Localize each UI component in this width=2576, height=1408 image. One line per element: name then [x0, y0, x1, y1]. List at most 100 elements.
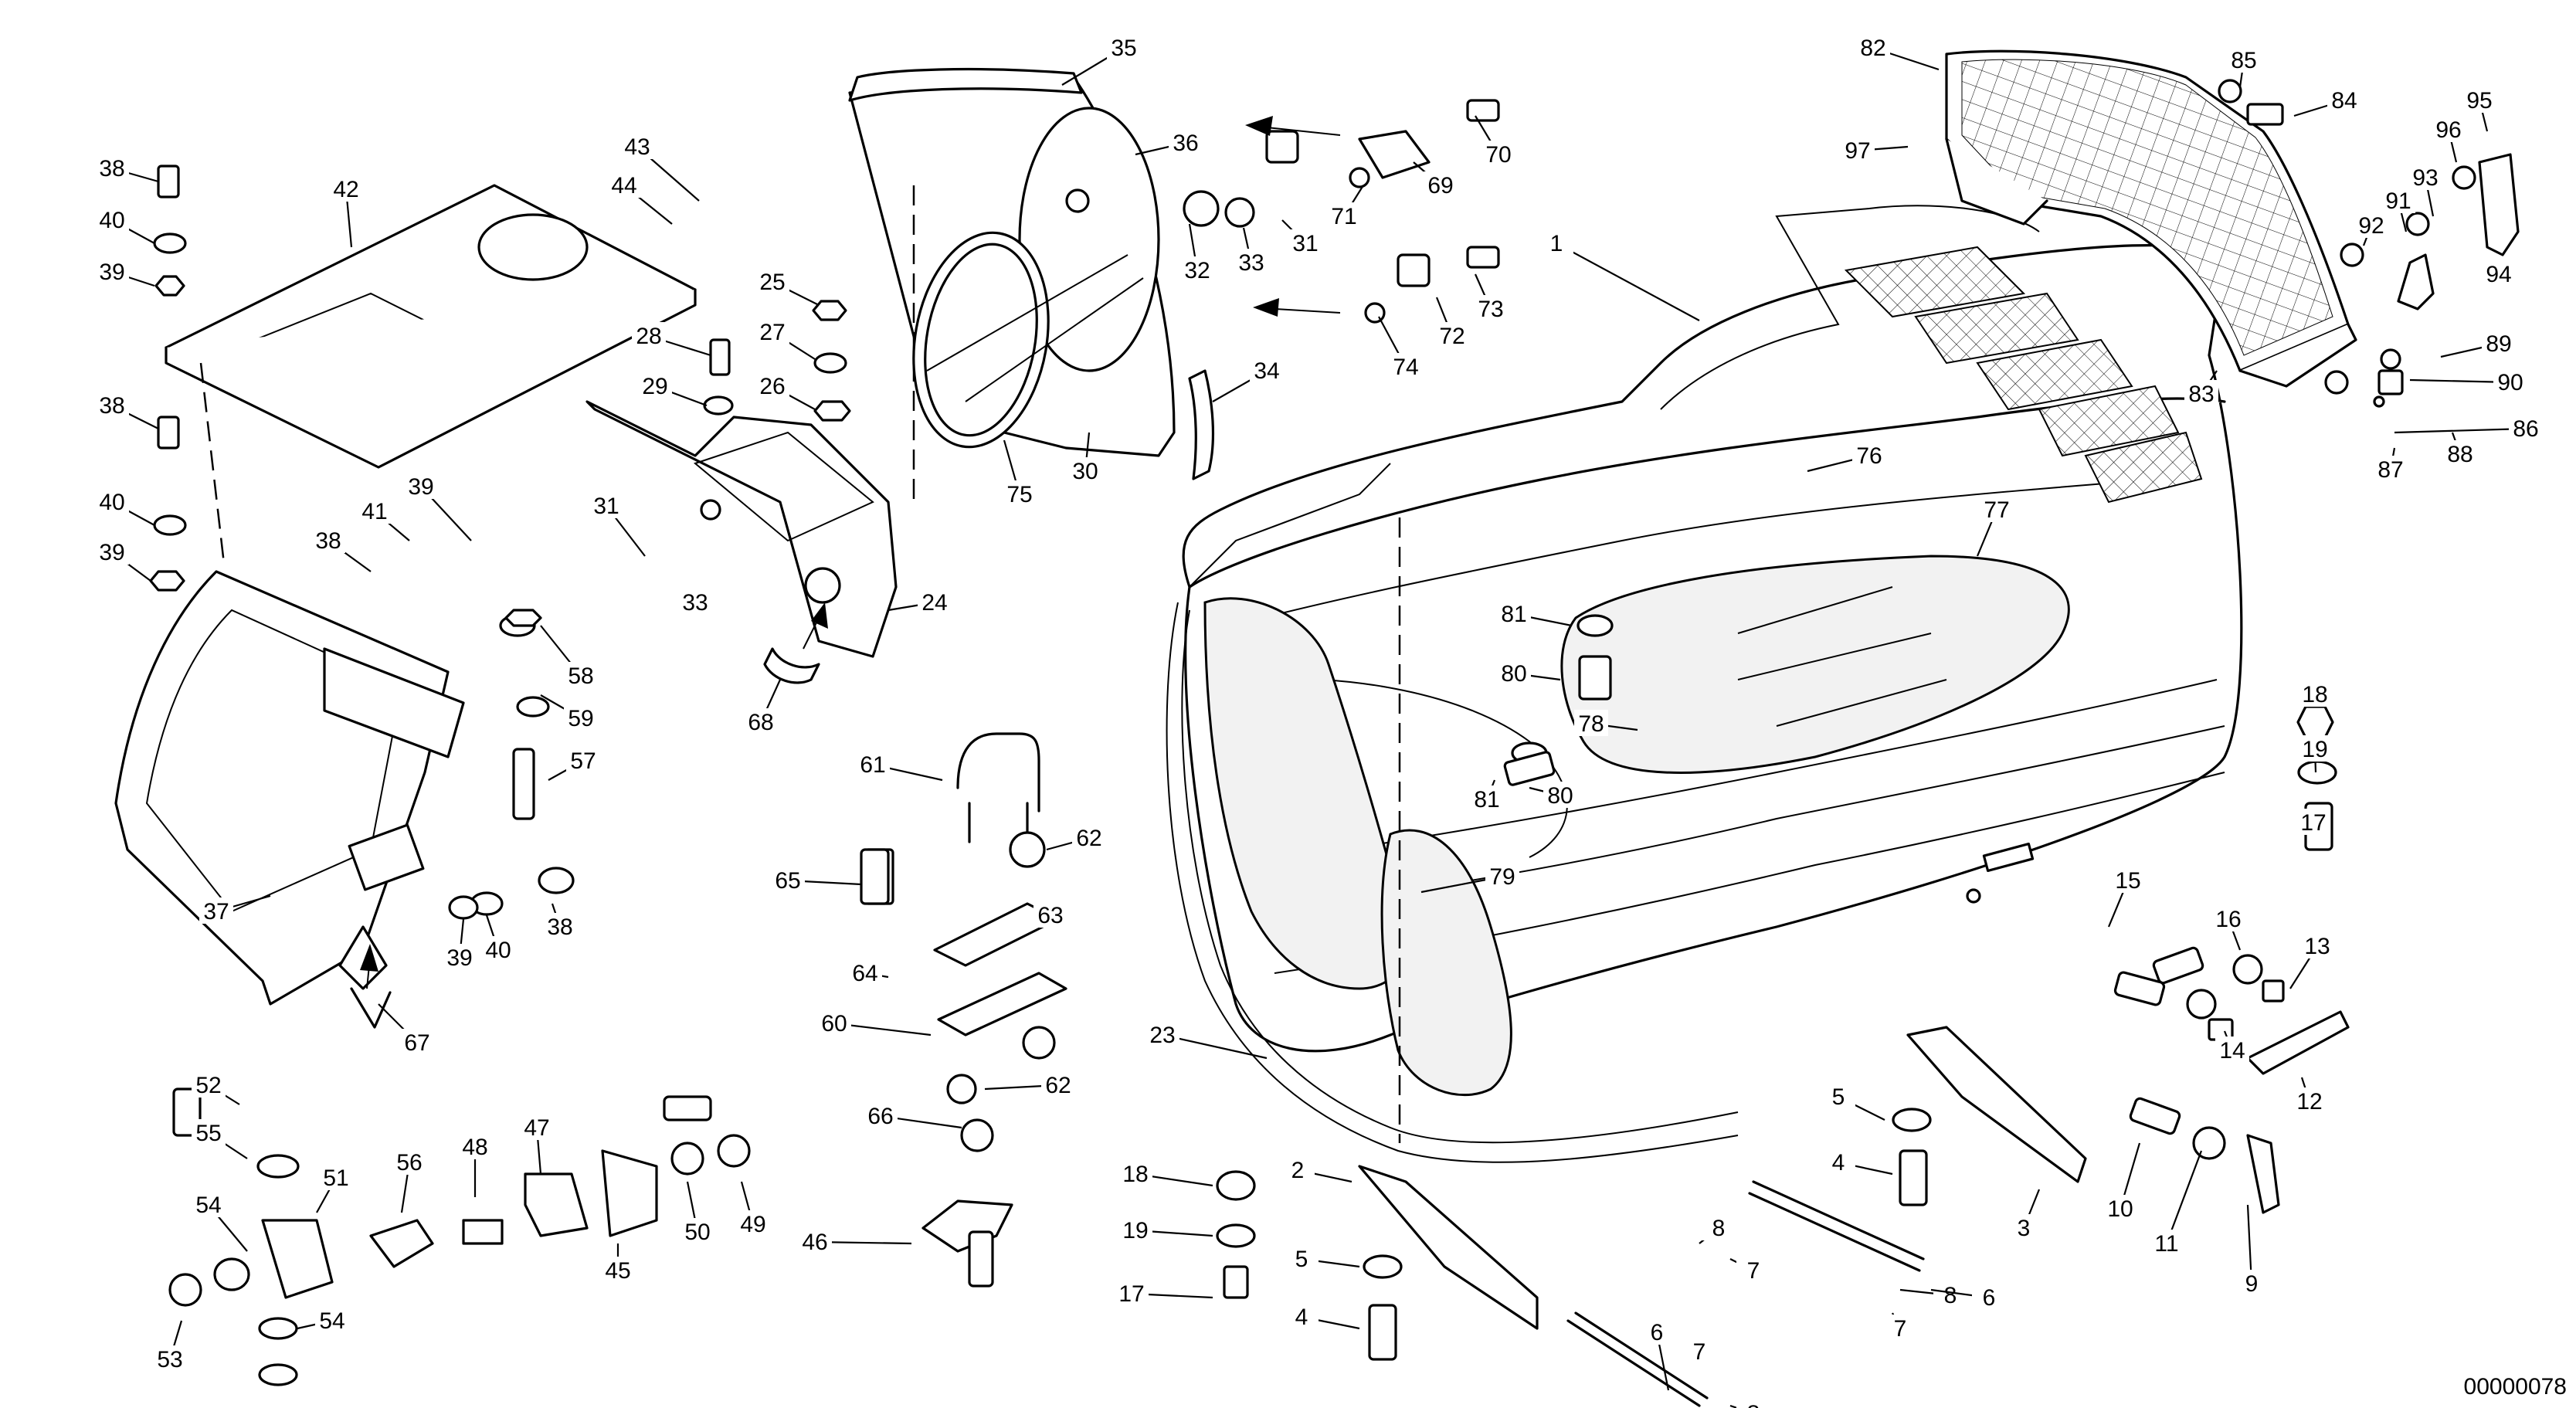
callout-number: 65	[775, 868, 800, 894]
callout-label-background	[620, 133, 654, 159]
callout-number: 28	[636, 324, 661, 349]
callout-label-background	[601, 1257, 635, 1283]
callout-label-background	[1543, 782, 1577, 808]
callout-number: 24	[921, 590, 947, 616]
callout-number: 77	[1984, 497, 2009, 523]
callout-label-background	[564, 704, 598, 731]
callout-label-background	[1424, 171, 1458, 198]
callout-92: 92	[2354, 212, 2388, 246]
callout-56: 56	[392, 1148, 426, 1213]
callout-35: 35	[1061, 34, 1141, 86]
callout-number: 83	[2188, 382, 2214, 407]
callout-number: 80	[1501, 661, 1526, 687]
callout-label-background	[1856, 34, 1890, 60]
callout-7: 7	[1729, 1257, 1770, 1284]
callout-4: 4	[1821, 1148, 1893, 1176]
callout-number: 61	[860, 752, 885, 778]
callout-14: 14	[2215, 1030, 2249, 1064]
callout-leader-line	[1729, 1404, 1740, 1408]
callout-label-background	[2235, 1270, 2269, 1296]
callout-number: 1	[1550, 231, 1563, 256]
callout-label-background	[1068, 457, 1102, 483]
callout-5: 5	[1285, 1245, 1360, 1272]
callout-number: 32	[1184, 258, 1210, 283]
callout-label-background	[2184, 380, 2218, 406]
callout-number: 2	[1291, 1158, 1305, 1183]
callout-label-background	[192, 1191, 226, 1217]
callout-79: 79	[1420, 863, 1519, 894]
callout-78: 78	[1574, 710, 1638, 737]
callout-77: 77	[1976, 496, 2014, 557]
callout-number: 62	[1045, 1073, 1071, 1098]
callout-40: 40	[95, 488, 155, 526]
callout-number: 27	[759, 320, 785, 345]
callout-59: 59	[540, 694, 598, 731]
callout-12: 12	[2293, 1077, 2327, 1115]
callout-number: 48	[462, 1135, 487, 1160]
callout-18: 18	[2298, 680, 2332, 707]
callout-45: 45	[601, 1243, 635, 1284]
callout-leader-line	[1556, 243, 1700, 321]
clamp-assembly	[864, 732, 1067, 1253]
callout-label-background	[1281, 1156, 1315, 1182]
callout-number: 34	[1254, 358, 1279, 384]
callout-label-background	[1435, 322, 1469, 348]
callout-30: 30	[1068, 432, 1102, 484]
callout-91: 91	[2381, 187, 2415, 232]
callout-number: 5	[1295, 1247, 1308, 1272]
callout-46: 46	[798, 1228, 912, 1255]
callout-number: 74	[1393, 355, 1418, 380]
callout-54: 54	[192, 1191, 248, 1252]
hinges-and-struts	[1358, 1026, 2087, 1407]
callout-label-background	[2211, 905, 2245, 931]
callout-number: 33	[682, 590, 708, 616]
callout-6: 6	[1930, 1284, 2006, 1311]
callout-label-background	[678, 589, 712, 615]
callout-42: 42	[329, 175, 363, 248]
callout-label-background	[458, 1133, 492, 1159]
callout-label-background	[1821, 1083, 1855, 1109]
callout-28: 28	[632, 322, 711, 357]
callout-number: 15	[2115, 868, 2140, 894]
callout-number: 19	[1122, 1218, 1148, 1243]
callout-39: 39	[443, 918, 477, 971]
callout-label-background	[2482, 260, 2516, 287]
callout-label-background	[2432, 116, 2466, 142]
callout-49: 49	[736, 1181, 770, 1237]
callout-number: 18	[2302, 682, 2327, 707]
callout-86: 86	[2394, 415, 2543, 442]
callout-number: 13	[2304, 934, 2330, 959]
callout-label-background	[95, 154, 129, 181]
callout-number: 16	[2215, 907, 2241, 932]
callout-70: 70	[1475, 115, 1515, 168]
callout-label-background	[1234, 249, 1268, 275]
callout-label-background	[1285, 1245, 1319, 1271]
callout-label-background	[1118, 1160, 1152, 1186]
callout-number: 38	[99, 156, 124, 182]
callout-62: 62	[1046, 824, 1106, 851]
callout-54: 54	[297, 1307, 349, 1334]
callout-66: 66	[864, 1102, 962, 1129]
callout-40: 40	[95, 206, 155, 244]
callout-95: 95	[2462, 87, 2496, 132]
callout-number: 38	[315, 528, 341, 554]
callout-53: 53	[153, 1320, 187, 1372]
callout-58: 58	[540, 625, 598, 689]
callout-37: 37	[199, 894, 271, 925]
callout-number: 31	[593, 494, 619, 519]
callout-number: 45	[605, 1258, 630, 1284]
callout-number: 17	[2300, 810, 2326, 836]
callout-81: 81	[1497, 600, 1573, 627]
callout-41: 41	[358, 497, 410, 541]
callout-82: 82	[1856, 34, 1940, 71]
callout-label-background	[1072, 824, 1106, 850]
callout-number: 40	[99, 208, 124, 233]
callout-number: 6	[1983, 1285, 1996, 1311]
callout-number: 40	[99, 490, 124, 515]
callout-label-background	[392, 1148, 426, 1175]
callout-label-background	[1169, 129, 1203, 155]
callout-label-background	[1883, 1315, 1917, 1341]
callout-label-background	[481, 936, 515, 962]
callout-19: 19	[1118, 1216, 1213, 1243]
